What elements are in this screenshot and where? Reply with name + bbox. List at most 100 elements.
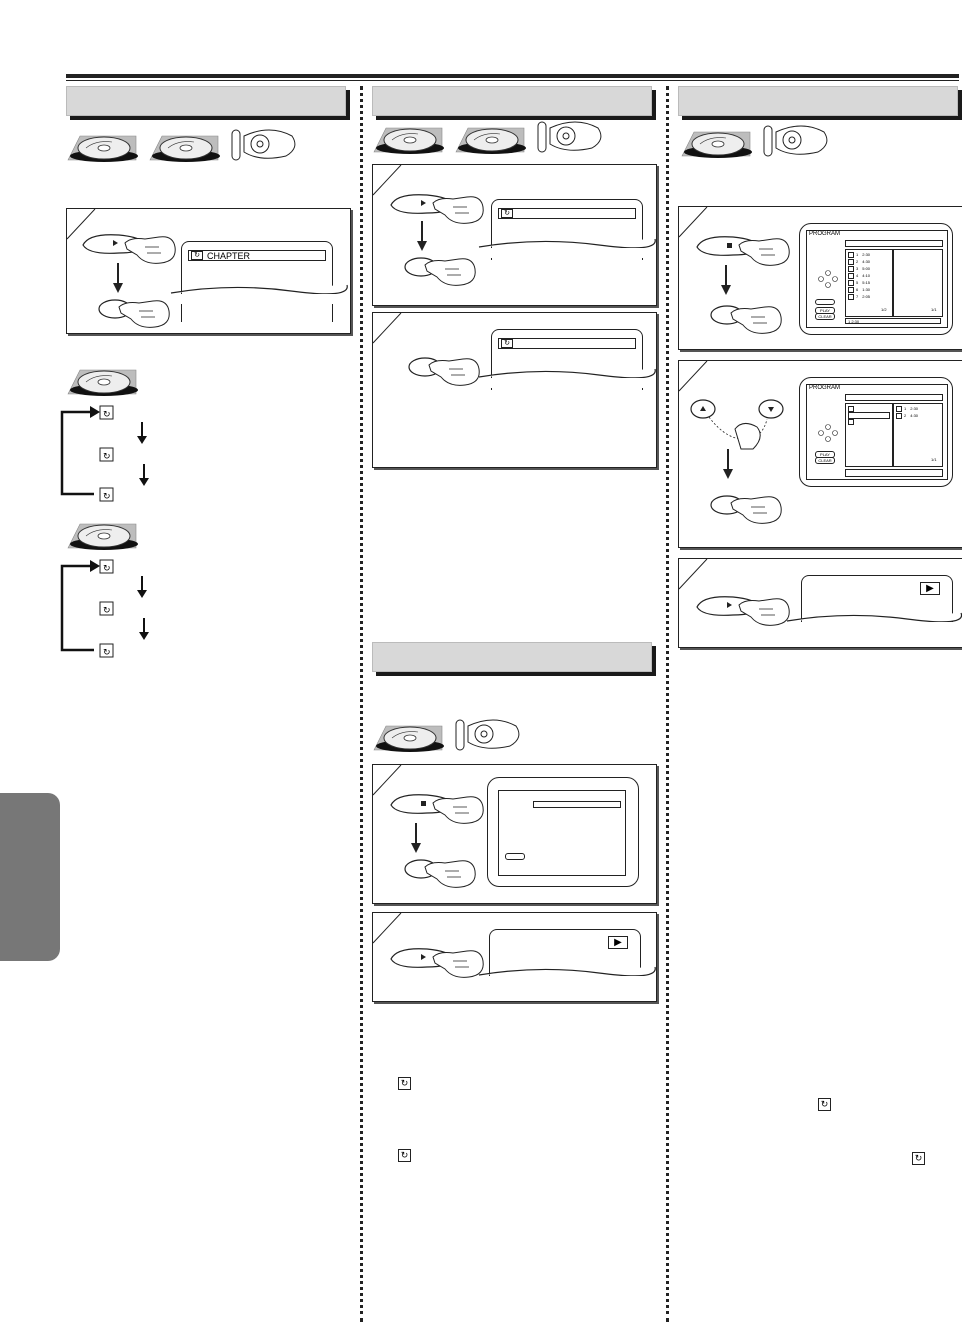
track-box (848, 294, 854, 300)
track-box (848, 419, 854, 425)
track-box (848, 266, 854, 272)
tv-screen (487, 777, 639, 887)
remote-icon (537, 121, 602, 153)
program-bar (845, 240, 943, 247)
repeat-icon: ↻ (191, 251, 203, 260)
track-number: 4 (856, 273, 859, 279)
svg-text:↻: ↻ (103, 648, 111, 658)
track-box (848, 259, 854, 265)
hand-icon (432, 950, 484, 978)
direction-pad-icon[interactable] (817, 421, 839, 456)
hand-icon (424, 860, 476, 888)
menu-button[interactable] (815, 299, 835, 305)
track-time: 5:15 (862, 280, 871, 286)
screen-wave (478, 238, 656, 258)
track-time: 2:30 (910, 406, 919, 412)
hand-icon (730, 496, 782, 524)
track-box (848, 252, 854, 258)
menu-button[interactable] (505, 853, 525, 860)
screen-wave (786, 612, 962, 632)
track-number: 6 (856, 287, 859, 293)
repeat-flow-diagram: ↻ ↻ ↻ (60, 405, 149, 502)
track-number: 3 (856, 266, 859, 272)
disc-icon (67, 135, 139, 163)
svg-text:↻: ↻ (103, 452, 111, 462)
screen-wave (478, 368, 656, 388)
track-time: 4:30 (910, 413, 919, 419)
section-header-2 (372, 86, 652, 116)
hand-icon (738, 598, 790, 626)
arrow-down-icon (113, 263, 123, 293)
track-number: 1 (904, 406, 907, 412)
hand-icon (424, 258, 476, 286)
track-time: 2:30 (862, 252, 871, 258)
program-title: PROGRAM (809, 385, 841, 391)
track-highlight (848, 412, 890, 419)
program-title: PROGRAM (809, 231, 841, 237)
page-right: 1/1 (931, 457, 937, 462)
hand-icon (428, 358, 480, 386)
hand-icon (432, 796, 484, 824)
top-rule-thin (66, 80, 959, 81)
direction-pad-icon[interactable] (817, 267, 839, 302)
program-bar (845, 394, 943, 401)
column-divider-right (666, 86, 669, 1322)
arrow-down-icon (411, 823, 421, 853)
track-box (848, 273, 854, 279)
play-indicator-icon: ▶ (920, 582, 940, 595)
clear-button[interactable]: CLEAR (815, 457, 835, 464)
hand-icon (118, 300, 170, 328)
step-panel-3: ↻ (372, 312, 657, 468)
chapter-label: CHAPTER (207, 251, 251, 261)
chapter-osd: ↻ CHAPTER (188, 250, 326, 261)
svg-text:↻: ↻ (103, 410, 111, 420)
clear-button[interactable]: CLEAR (815, 313, 835, 320)
disc-icon (373, 725, 445, 753)
svg-text:↻: ↻ (103, 492, 111, 502)
track-number: 5 (856, 280, 859, 286)
screen-wave (478, 966, 656, 986)
section-header-3 (678, 86, 958, 116)
page-left: 1/2 (881, 307, 887, 312)
random-menu (498, 790, 626, 876)
tv-screen: ↻ CHAPTER (181, 241, 333, 322)
repeat-icon: ↻ (818, 1098, 831, 1111)
page-right: 1/1 (931, 307, 937, 312)
track-box (896, 413, 902, 419)
track-box (848, 406, 854, 412)
hand-icon (124, 236, 176, 264)
track-number: 1 (856, 252, 859, 258)
selected-track (845, 469, 943, 477)
step-panel-4 (372, 764, 657, 904)
repeat-osd: ↻ (498, 338, 636, 349)
program-list (893, 249, 943, 317)
column-divider-left (360, 86, 363, 1322)
repeat-icon: ↻ (912, 1152, 925, 1165)
arrow-down-icon (721, 265, 731, 295)
track-box (848, 287, 854, 293)
section-header-4 (372, 642, 652, 672)
disc-icon (149, 135, 221, 163)
svg-text:↻: ↻ (103, 564, 111, 574)
up-down-buttons-icon[interactable] (687, 397, 787, 453)
hand-icon (432, 196, 484, 224)
disc-icon (67, 523, 139, 551)
repeat-flow-diagram: ↻ ↻ ↻ (60, 559, 149, 658)
track-time: 4:10 (862, 273, 871, 279)
repeat-osd: ↻ (498, 208, 636, 219)
